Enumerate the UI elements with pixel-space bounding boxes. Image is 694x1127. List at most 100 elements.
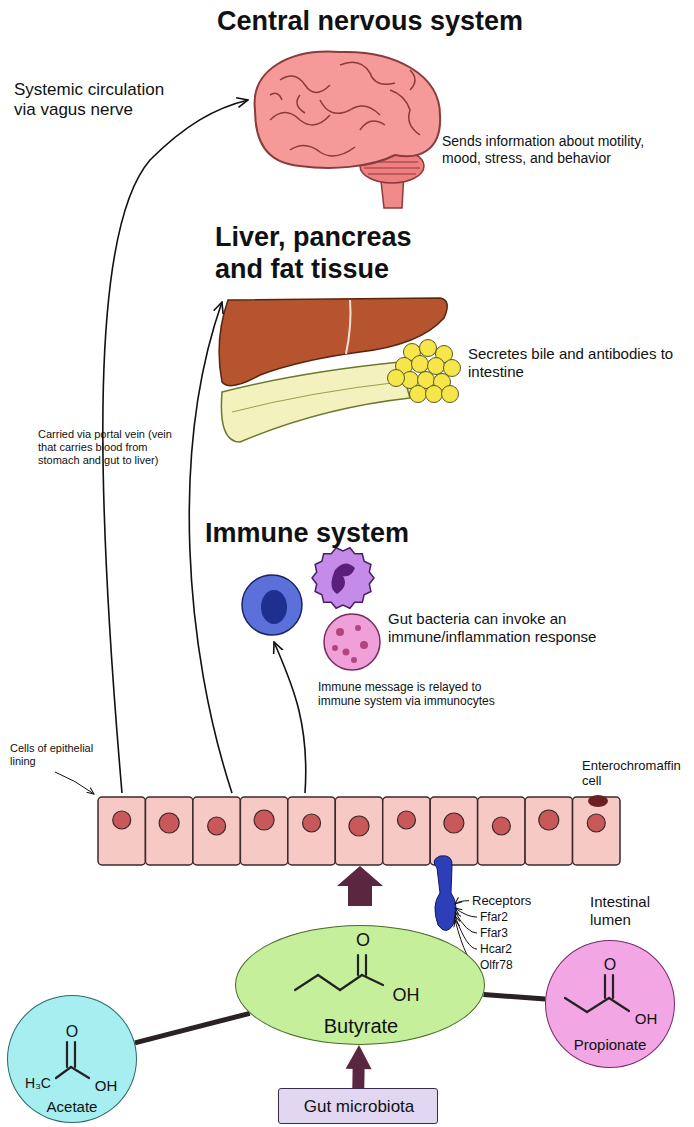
- annotation: Intestinal lumen: [590, 893, 685, 928]
- annotation: Immune message is relayed to immune syst…: [318, 680, 518, 708]
- fat-tissue-drawing: [388, 340, 461, 403]
- fat-tissue-drawing: [412, 356, 429, 373]
- connector-line: [135, 1013, 250, 1043]
- epithelium-drawing: [335, 797, 382, 865]
- epithelium-drawing: [397, 811, 415, 829]
- node-title: Propionate: [574, 1037, 647, 1054]
- atom-label: OH: [95, 1078, 118, 1095]
- link-line: [483, 994, 545, 999]
- epithelium-drawing: [573, 797, 620, 865]
- flow-arrow: [346, 1045, 372, 1088]
- epithelium-drawing: [349, 816, 369, 836]
- pathway-arrow: [274, 642, 306, 793]
- node-title: Gut microbiota: [304, 1098, 415, 1117]
- epithelium-drawing: [539, 810, 559, 830]
- brain-drawing: [280, 76, 330, 93]
- annotation: Olfr78: [480, 958, 513, 972]
- immune-cells-drawing: [331, 563, 355, 594]
- chemical-bond: [603, 975, 605, 998]
- annotation: Gut bacteria can invoke an immune/inflam…: [388, 610, 683, 645]
- section-heading: Central nervous system: [190, 6, 550, 38]
- leader-line: [455, 912, 477, 933]
- epithelium-drawing: [208, 817, 226, 835]
- epithelium-drawing: [145, 797, 192, 865]
- enterochromaffin-cell: [588, 795, 608, 807]
- chemical-bond: [362, 975, 383, 985]
- link-line: [135, 1013, 250, 1043]
- chemical-bond: [340, 975, 362, 990]
- chemical-bond: [65, 1042, 67, 1067]
- atom-label: OH: [393, 986, 420, 1006]
- immune-cells-drawing: [242, 548, 380, 670]
- pathway-arrow: [55, 772, 94, 794]
- brain-drawing: [410, 70, 415, 90]
- immune-cells-drawing: [242, 575, 302, 635]
- node-title: Acetate: [47, 1099, 98, 1116]
- annotation: Secretes bile and antibodies to intestin…: [468, 345, 683, 380]
- pancreas-drawing: [232, 382, 400, 412]
- immune-cells-drawing: [312, 548, 374, 608]
- brain-drawing: [270, 62, 420, 156]
- brain-drawing: [255, 52, 441, 208]
- chemical-bond: [587, 998, 609, 1012]
- brain-drawing: [255, 52, 441, 168]
- epithelium-drawing: [240, 797, 287, 865]
- fat-tissue-drawing: [426, 386, 443, 403]
- epithelium-drawing: [254, 810, 274, 830]
- epithelium-drawing: [98, 797, 145, 865]
- brain-drawing: [297, 95, 305, 113]
- immune-cells-drawing: [355, 625, 361, 631]
- immune-cells-drawing: [360, 641, 368, 649]
- fat-tissue-drawing: [442, 386, 459, 403]
- leader-line: [455, 901, 469, 904]
- immune-cells-drawing: [332, 645, 338, 651]
- node-title: Butyrate: [324, 1015, 398, 1037]
- brain-drawing: [270, 113, 330, 125]
- acid-circle: OH₃COHAcetate: [7, 995, 137, 1123]
- immune-cells-drawing: [351, 657, 357, 663]
- annotation: Ffar2: [480, 910, 508, 924]
- acid-circle: OOHPropionate: [545, 940, 675, 1068]
- immune-cells-drawing: [343, 649, 350, 656]
- chemical-bond: [56, 1067, 71, 1078]
- annotation: Systemic circulation via vagus nerve: [14, 80, 189, 120]
- chemical-bond: [71, 1067, 89, 1078]
- brain-drawing: [390, 90, 420, 135]
- annotation: Sends information about motility, mood, …: [442, 133, 682, 166]
- epithelium-drawing: [98, 797, 620, 865]
- epithelium-drawing: [587, 814, 605, 832]
- epithelium-drawing: [492, 817, 510, 835]
- epithelium-drawing: [525, 797, 572, 865]
- epithelium-drawing: [193, 797, 240, 865]
- chemical-bond: [295, 975, 318, 990]
- fat-tissue-drawing: [428, 358, 445, 375]
- atom-label: H₃C: [25, 1076, 51, 1091]
- atom-label: OH: [635, 1011, 658, 1028]
- immune-cells-drawing: [336, 628, 344, 636]
- section-heading: Immune system: [205, 518, 465, 550]
- arrow-head: [346, 1045, 372, 1069]
- fat-tissue-drawing: [444, 360, 461, 377]
- chemical-bond: [611, 975, 613, 998]
- section-heading: Liver, pancreas and fat tissue: [215, 222, 450, 286]
- epithelium-drawing: [303, 814, 321, 832]
- fat-tissue-drawing: [420, 340, 437, 357]
- annotation: Carried via portal vein (vein that carri…: [38, 428, 173, 467]
- annotation: Ffar3: [480, 926, 508, 940]
- chemical-bond: [609, 998, 629, 1011]
- fat-tissue-drawing: [388, 370, 405, 387]
- connector-line: [483, 994, 545, 999]
- epithelium-drawing: [430, 797, 477, 865]
- epithelium-drawing: [444, 813, 464, 833]
- liver-drawing: [346, 300, 351, 354]
- acid-ellipse: OOHButyrate: [235, 925, 485, 1045]
- leader-line: [455, 908, 477, 917]
- epithelium-drawing: [113, 811, 131, 829]
- annotation: Receptors: [472, 893, 531, 908]
- brain-drawing: [320, 100, 380, 115]
- annotation: Hcar2: [480, 942, 512, 956]
- brain-drawing: [270, 93, 282, 100]
- fat-tissue-drawing: [410, 386, 427, 403]
- immune-cells-drawing: [261, 590, 287, 624]
